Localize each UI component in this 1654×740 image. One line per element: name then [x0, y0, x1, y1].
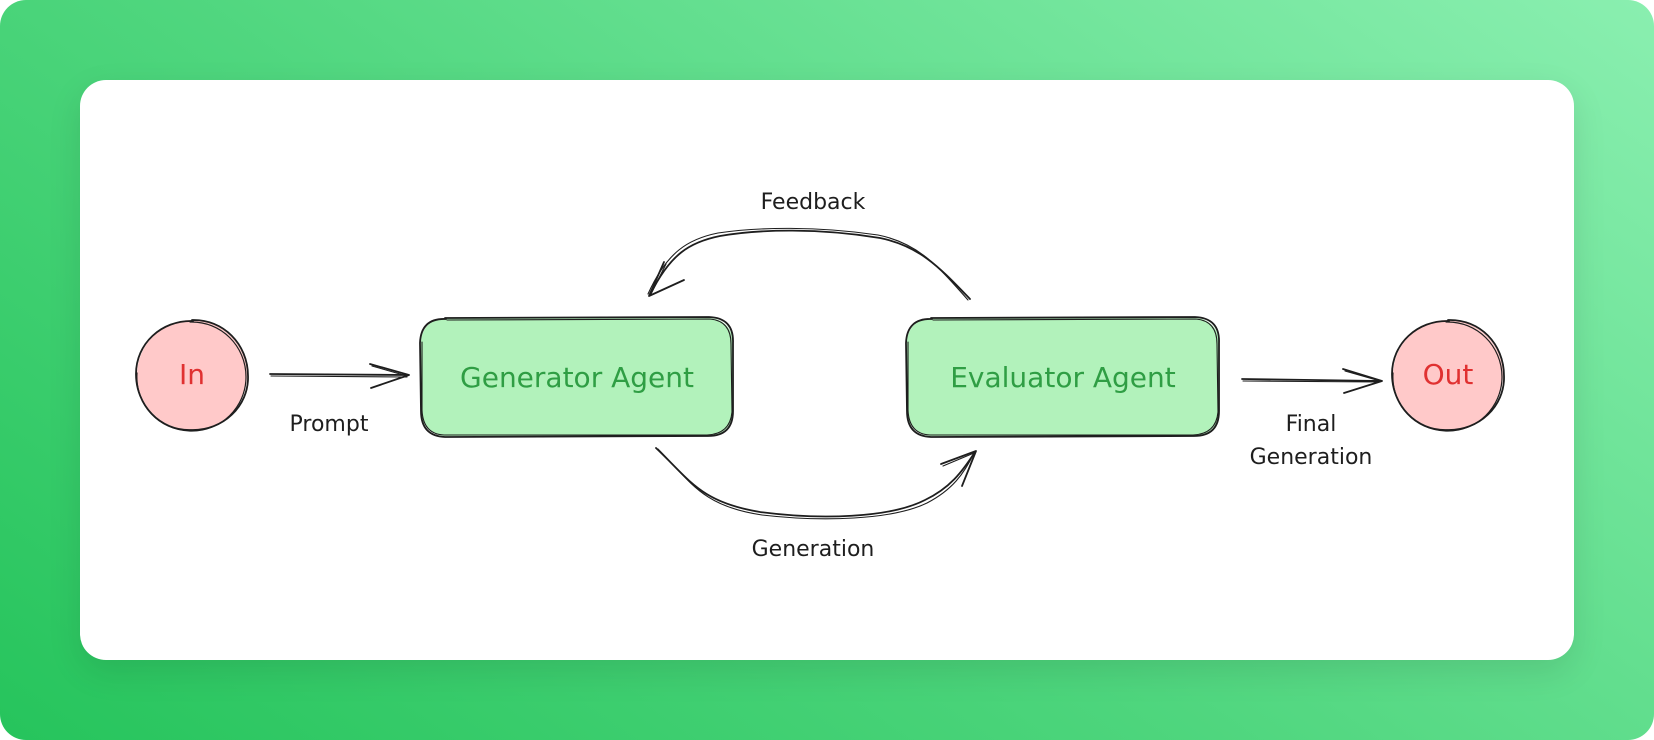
generator-agent-label: Generator Agent: [460, 361, 694, 394]
output-node[interactable]: Out: [1391, 319, 1505, 432]
final-generation-arrow: [1241, 368, 1383, 394]
diagram-card: [80, 80, 1574, 660]
input-node[interactable]: In: [135, 319, 249, 432]
final-generation-label-line2: Generation: [1250, 445, 1373, 470]
evaluator-agent-label: Evaluator Agent: [950, 361, 1176, 394]
input-node-label: In: [179, 358, 205, 391]
feedback-arrow: [647, 227, 971, 301]
generation-arrow: [655, 447, 977, 520]
evaluator-agent-node[interactable]: Evaluator Agent: [905, 316, 1220, 438]
generator-agent-node[interactable]: Generator Agent: [419, 316, 734, 438]
prompt-arrow: [269, 363, 410, 389]
final-generation-label-line1: Final: [1286, 412, 1337, 437]
generation-label: Generation: [752, 537, 875, 562]
prompt-label: Prompt: [290, 412, 369, 437]
feedback-label: Feedback: [761, 190, 866, 215]
output-node-label: Out: [1423, 358, 1474, 391]
